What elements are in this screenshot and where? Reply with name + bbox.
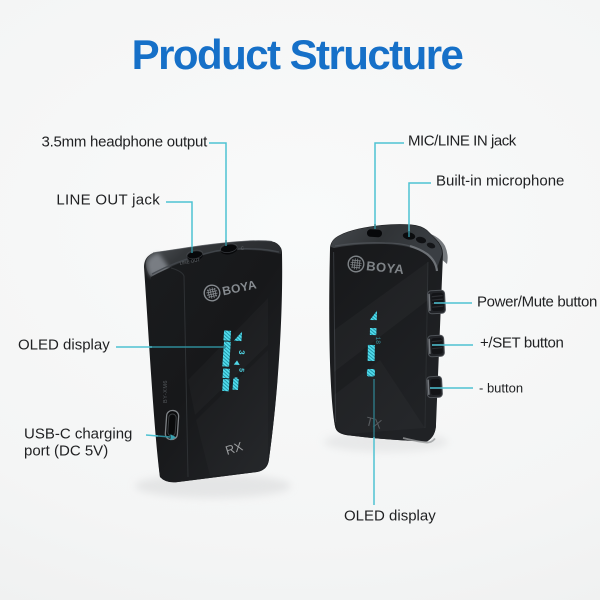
- svg-text:BOYA: BOYA: [366, 258, 406, 277]
- svg-text:5: 5: [237, 368, 244, 372]
- svg-text:C: C: [240, 245, 245, 251]
- svg-text:18: 18: [374, 337, 381, 345]
- svg-text:RX: RX: [224, 439, 245, 458]
- svg-text:LINE OUT: LINE OUT: [179, 257, 201, 266]
- svg-text:3: 3: [237, 350, 246, 356]
- svg-text:BY-XM6: BY-XM6: [163, 380, 169, 403]
